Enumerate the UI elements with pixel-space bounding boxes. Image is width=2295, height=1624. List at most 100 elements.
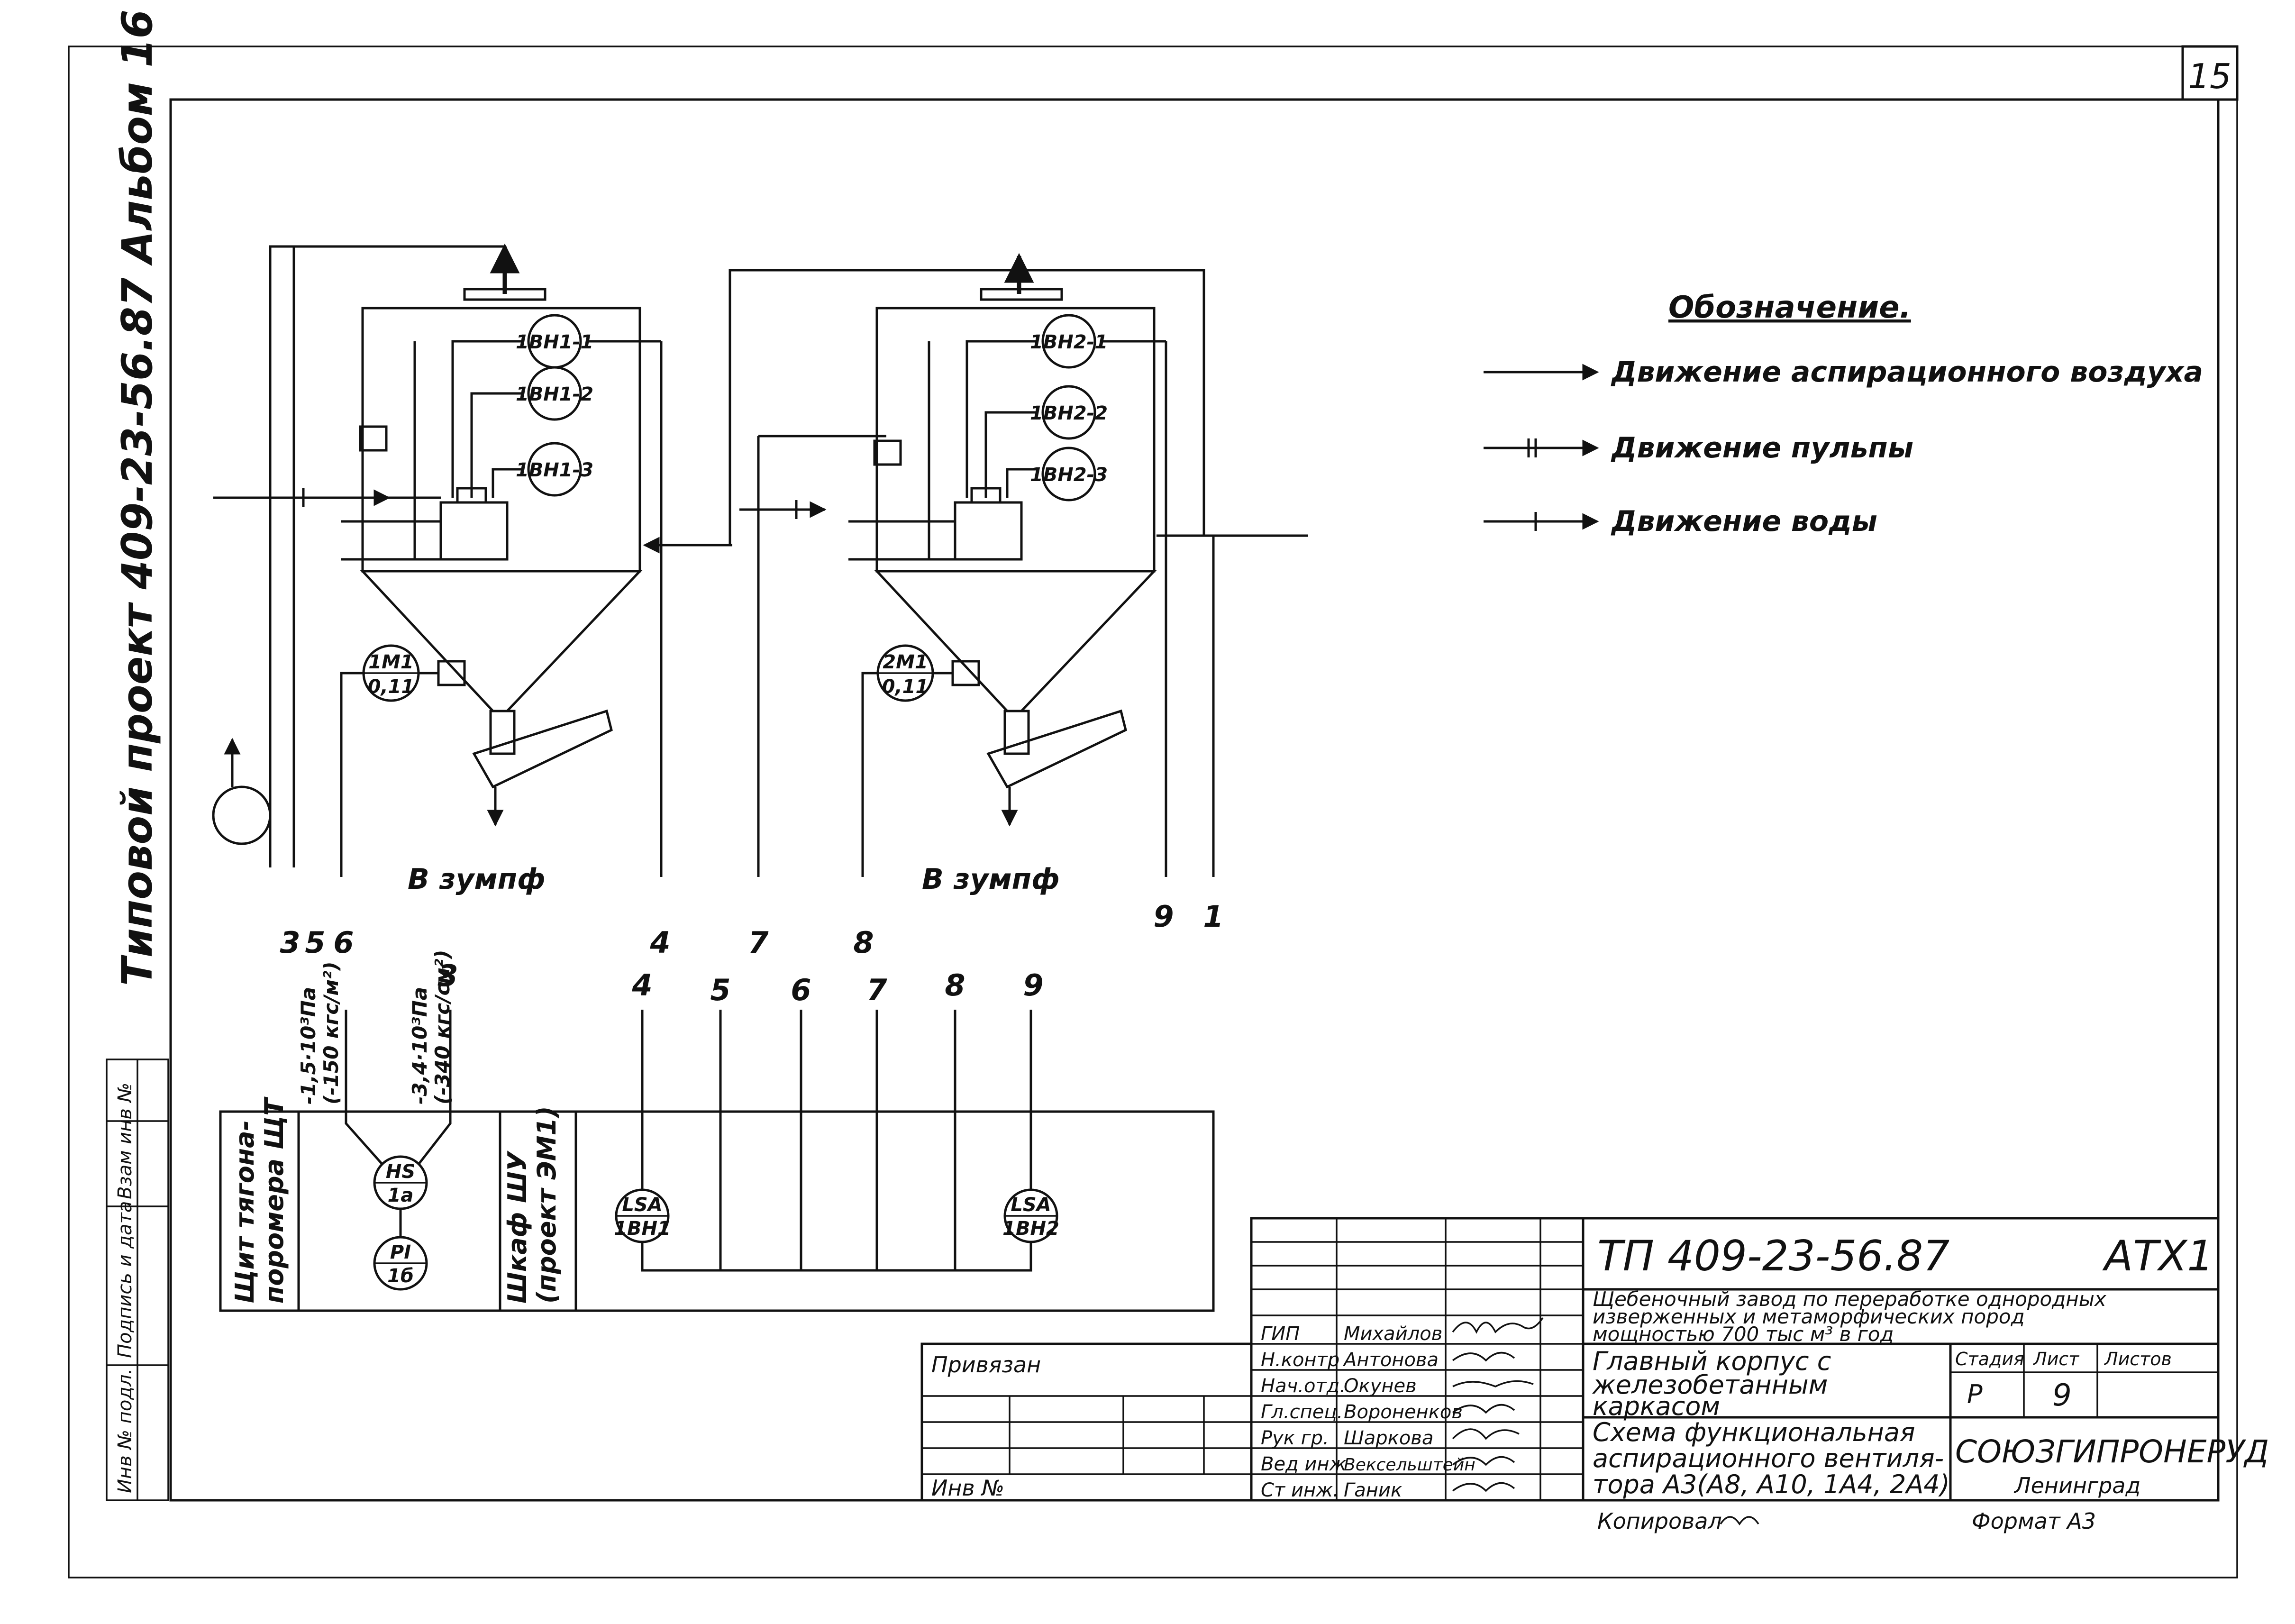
- line-num-8a: 8: [853, 925, 874, 960]
- line-num-5a: 5: [305, 925, 325, 960]
- scrubber-unit-1: [332, 307, 663, 877]
- line-numbers-top: 3 5 6 4 7 8 9 1: [280, 899, 1223, 960]
- staff-role-3: Нач.отд.: [1261, 1375, 1346, 1397]
- staff-role-6: Вед инж: [1261, 1453, 1347, 1475]
- unit1-tag-2: 1ВН1-2: [516, 366, 593, 421]
- line-num-9a: 9: [1153, 899, 1174, 934]
- line-num-8b: 8: [945, 968, 965, 1003]
- water-inlet: [213, 488, 1308, 537]
- linked-label: Привязан: [931, 1352, 1041, 1378]
- unit2-tag-2-label: 1ВН2-2: [1030, 402, 1108, 424]
- legend-air: Движение аспирационного воздуха: [1611, 356, 2203, 389]
- line-num-6a: 6: [333, 925, 354, 960]
- building-2: железобетанным: [1592, 1370, 1828, 1400]
- stage-value: Р: [1967, 1379, 1983, 1409]
- unit1-tag-3: 1ВН1-3: [516, 442, 593, 497]
- fan: [212, 785, 272, 845]
- description: Щебеночный завод по переработке однородн…: [1593, 1287, 2113, 1346]
- format-label: Формат А3: [1972, 1508, 2096, 1534]
- line-num-7b: 7: [866, 973, 887, 1007]
- drawing-mark: АТХ1: [2102, 1232, 2213, 1280]
- line-num-3b: 3: [437, 958, 458, 993]
- unit1-motor-name: 1М1: [368, 651, 413, 673]
- stamp-sign-label: Подпись и дата: [114, 1201, 136, 1358]
- unit2-tag-3: 1ВН2-3: [1030, 447, 1108, 502]
- inv-label: Инв №: [931, 1475, 1004, 1501]
- title-block: [920, 1217, 2220, 1502]
- pressure-low-kgs: (-150 кгс/м²): [319, 961, 343, 1104]
- margin-stamp: Инв № подл. Подпись и дата Взам инв №: [106, 1058, 169, 1501]
- unit2-motor-name: 2М1: [883, 651, 928, 673]
- legend: Обозначение. Движение аспирационного воз…: [1484, 290, 2203, 538]
- signatures: [1452, 1317, 1759, 1526]
- discharge-label-2: В зумпф: [922, 863, 1060, 896]
- line-num-1a: 1: [1203, 899, 1223, 934]
- sheet-number: 15: [2188, 56, 2231, 96]
- description-3: мощностью 700 тыс м³ в год: [1593, 1323, 1894, 1346]
- unit1-tag-2-label: 1ВН1-2: [516, 383, 593, 405]
- staff-name-7: Ганик: [1344, 1479, 1402, 1501]
- hs-tag-code: HS: [386, 1161, 415, 1183]
- staff-role-5: Рук гр.: [1261, 1427, 1329, 1449]
- staff-name-3: Окунев: [1344, 1375, 1417, 1397]
- line-num-3a: 3: [280, 925, 300, 960]
- project-code: ТП 409-23-56.87: [1597, 1232, 1949, 1280]
- staff-name-1: Михайлов: [1344, 1323, 1442, 1345]
- line-num-4b: 4: [631, 968, 652, 1003]
- line-num-5b: 5: [710, 973, 730, 1007]
- drawing-title-1: Схема функциональная: [1593, 1417, 1915, 1447]
- cabinet-label: Шкаф ШУ (проект ЭМ1): [502, 1106, 562, 1304]
- unit2-motor-tag: 2М1 0,11: [876, 644, 934, 702]
- stage-header: Стадия: [1955, 1349, 2024, 1369]
- pi-tag-num: 1б: [387, 1265, 414, 1287]
- shield-label-1: Щит тягона-: [230, 1120, 260, 1304]
- line-num-7a: 7: [748, 925, 769, 960]
- line-num-4a: 4: [649, 925, 670, 960]
- city: Ленинград: [2013, 1473, 2140, 1498]
- description-2: изверженных и метаморфических пород: [1593, 1305, 2025, 1328]
- line-num-6b: 6: [791, 973, 811, 1007]
- pressure-low-si: -1,5·10³Па: [297, 987, 320, 1104]
- legend-water: Движение воды: [1611, 505, 1877, 538]
- hs-tag-num: 1а: [388, 1185, 414, 1206]
- description-1: Щебеночный завод по переработке однородн…: [1593, 1287, 2107, 1311]
- organization: СОЮЗГИПРОНЕРУД: [1955, 1433, 2269, 1470]
- sheet-header: Лист: [2032, 1349, 2080, 1369]
- lsa2-tag-code: LSA: [1011, 1194, 1051, 1216]
- pressure-high-si: -3,4·10³Па: [408, 987, 431, 1104]
- stamp-replace-label: Взам инв №: [114, 1083, 136, 1199]
- unit2-motor-power: 0,11: [882, 676, 929, 698]
- hs-tag: HS 1а: [373, 1155, 428, 1210]
- legend-title: Обозначение.: [1668, 290, 1911, 325]
- pressure-low: -1,5·10³Па (-150 кгс/м²): [297, 961, 343, 1104]
- side-title: Типовой проект 409-23-56.87 Альбом 16: [113, 9, 162, 986]
- legend-pulp: Движение пульпы: [1611, 431, 1913, 465]
- unit2-tag-3-label: 1ВН2-3: [1030, 464, 1108, 486]
- sheet-value: 9: [2052, 1378, 2072, 1413]
- building: Главный корпус с железобетанным каркасом: [1592, 1346, 1840, 1421]
- lsa2-tag: LSA 1ВН2: [1002, 1188, 1059, 1243]
- control-panels: Щит тягона- поромера ЩТ Шкаф ШУ (проект …: [219, 1010, 1215, 1312]
- staff-role-1: ГИП: [1261, 1323, 1300, 1345]
- unit1-tag-1-label: 1ВН1-1: [516, 331, 593, 353]
- unit1-motor-power: 0,11: [368, 676, 415, 698]
- building-1: Главный корпус с: [1593, 1346, 1831, 1376]
- sheet-number-box: [2181, 45, 2239, 101]
- staff-role-4: Гл.спец.: [1261, 1401, 1343, 1423]
- shield-label: Щит тягона- поромера ЩТ: [230, 1096, 289, 1304]
- stamp-inv-label: Инв № подл.: [114, 1369, 136, 1493]
- air-ducts: [212, 243, 1205, 867]
- sheets-header: Листов: [2104, 1349, 2172, 1369]
- staff-name-5: Шаркова: [1344, 1427, 1433, 1449]
- pi-tag-code: PI: [390, 1241, 411, 1263]
- staff-name-2: Антонова: [1342, 1349, 1439, 1371]
- staff-name-4: Вороненков: [1344, 1401, 1463, 1423]
- unit1-tag-3-label: 1ВН1-3: [516, 459, 593, 481]
- drawing-title-2: аспирационного вентиля-: [1593, 1443, 1944, 1473]
- drawing-title: Схема функциональная аспирационного вент…: [1593, 1417, 1952, 1499]
- staff-role-7: Ст инж.: [1261, 1479, 1339, 1501]
- unit2-tag-1-label: 1ВН2-1: [1030, 331, 1108, 353]
- line-numbers-panel: 3 4 5 6 7 8 9: [437, 958, 1043, 1007]
- cabinet-label-2: (проект ЭМ1): [532, 1106, 562, 1304]
